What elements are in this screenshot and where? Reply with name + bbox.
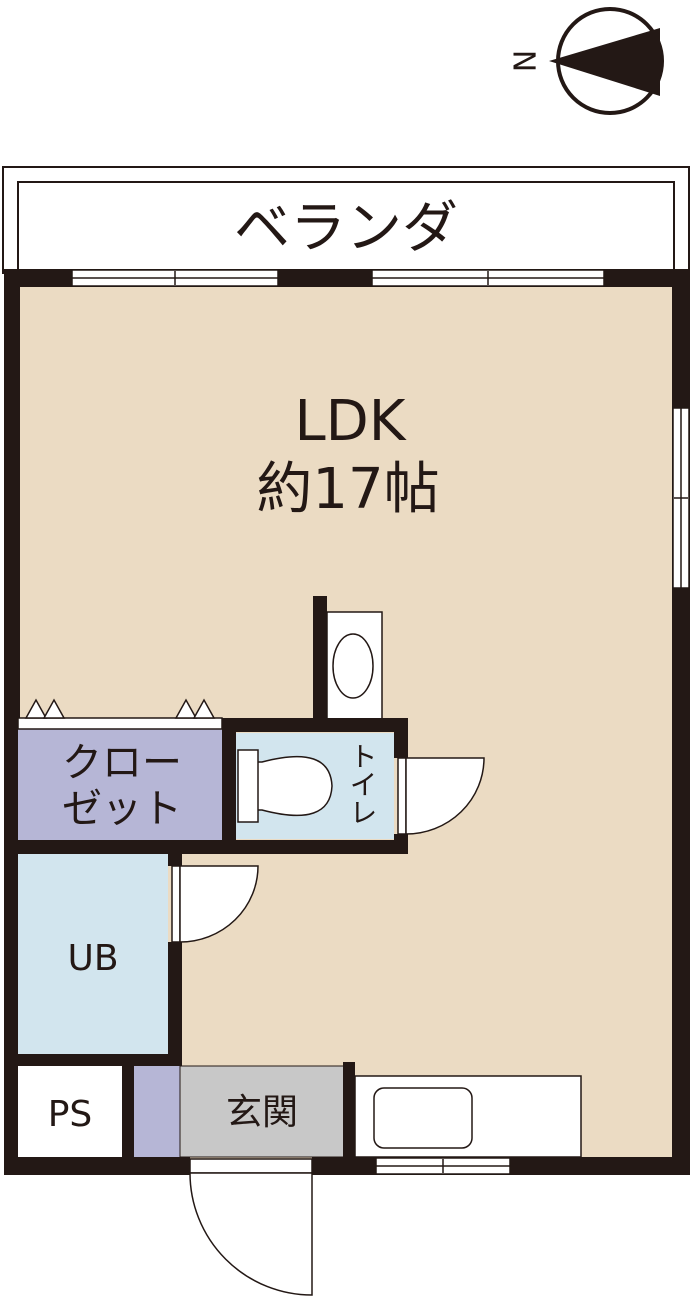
north-arrow-icon <box>549 28 660 96</box>
entrance-door-leaf <box>189 1158 313 1174</box>
veranda: ベランダ <box>2 166 690 274</box>
ldk-label: LDK <box>294 389 406 454</box>
entrance-label: 玄関 <box>226 1092 298 1133</box>
veranda-label: ベランダ <box>234 196 458 261</box>
veranda-window-left <box>71 269 279 287</box>
closet-door-hinge-icon <box>42 698 66 719</box>
washbasin-area <box>313 596 383 724</box>
pipe-space: PS <box>18 1066 134 1157</box>
closet: クロー ゼット <box>17 698 223 843</box>
kitchen-sink-icon <box>373 1087 473 1149</box>
entrance-wall <box>343 1062 355 1157</box>
bath-door-leaf <box>171 865 181 943</box>
toilet-door-swing <box>405 757 485 835</box>
closet-label-line1: クロー <box>62 740 182 786</box>
closet-door-track <box>17 717 223 730</box>
toilet-label: トイレ <box>346 742 379 826</box>
entrance-floor <box>179 1065 345 1158</box>
wall-bottom-left <box>4 1157 190 1175</box>
washbasin-wall <box>313 596 327 724</box>
closet-floor <box>18 729 222 843</box>
inner-walls-upper <box>18 718 408 854</box>
ps-label: PS <box>48 1094 93 1135</box>
closet-label-line2: ゼット <box>62 786 182 832</box>
entrance-door-swing <box>189 1172 313 1296</box>
unit-bath: UB <box>18 854 259 1054</box>
compass-letter: N <box>506 50 541 72</box>
wall-right <box>672 269 690 1175</box>
toilet-door-leaf <box>397 757 407 835</box>
washbasin-bowl-icon <box>332 633 374 699</box>
ps-floor <box>18 1066 122 1157</box>
bottom-window <box>375 1157 511 1175</box>
ps-wall <box>122 1066 134 1157</box>
compass: N <box>506 7 664 115</box>
toilet-tank-icon <box>237 749 259 823</box>
wall-left <box>4 269 20 1175</box>
bath-door-swing <box>179 865 259 943</box>
bath-floor <box>18 854 168 1054</box>
ldk-area: 約17帖 <box>256 457 439 522</box>
kitchen <box>354 1075 582 1158</box>
bath-walls <box>18 854 182 1066</box>
veranda-window-right <box>371 269 605 287</box>
side-window-right <box>672 407 690 589</box>
toilet-room: トイレ <box>236 733 485 839</box>
closet-door-hinge-icon <box>24 698 48 719</box>
entrance: 玄関 <box>134 1062 355 1296</box>
bath-label: UB <box>67 938 118 979</box>
closet-door-hinge-icon <box>192 698 216 719</box>
shoe-storage <box>134 1066 180 1157</box>
toilet-icon <box>255 755 333 817</box>
closet-door-hinge-icon <box>174 698 198 719</box>
